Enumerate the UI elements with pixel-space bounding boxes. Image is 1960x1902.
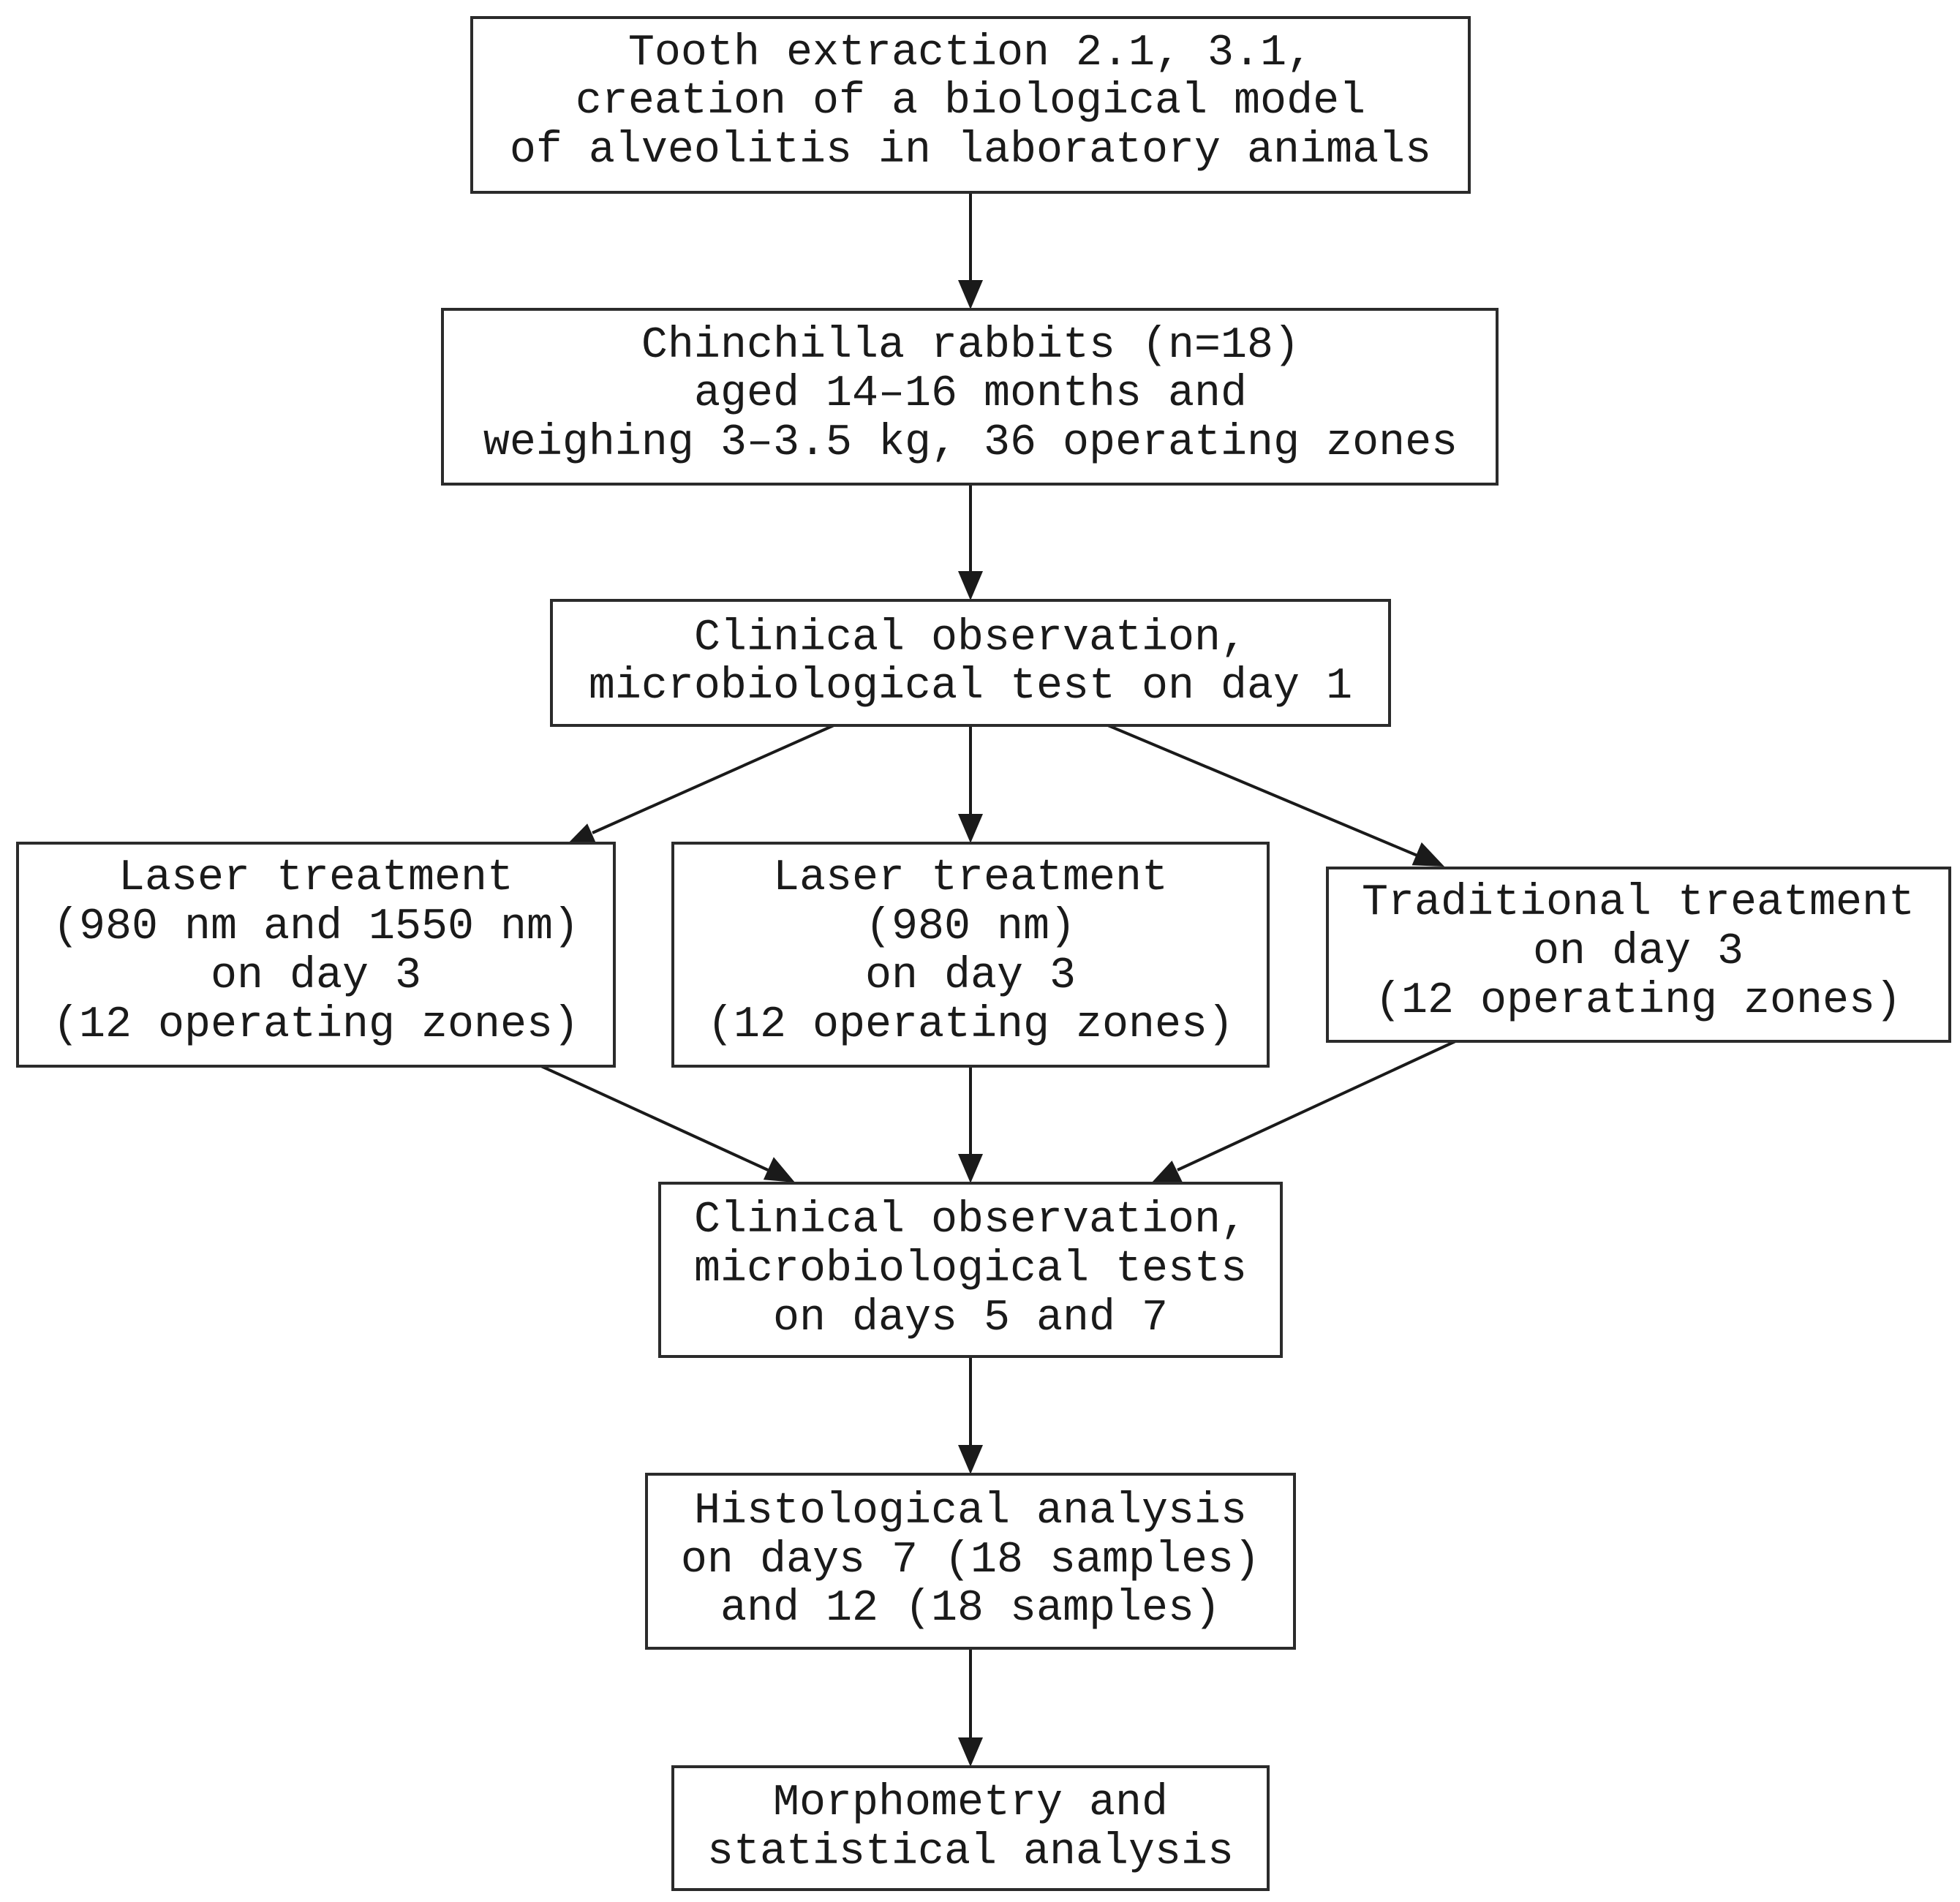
arrow-extraction-to-rabbits [958,192,983,309]
node-traditional-treatment: Traditional treatment on day 3 (12 opera… [1326,867,1951,1043]
node-clinical-observation-days57-line-1: Clinical observation, [694,1196,1247,1245]
arrow-observation-day1-to-traditional [1107,724,1444,867]
node-laser-treatment-980-line-1: Laser treatment [773,853,1168,903]
node-laser-treatment-980-1550: Laser treatment (980 nm and 1550 nm) on … [16,842,616,1068]
node-laser-treatment-980-line-2: (980 nm) [865,902,1076,952]
node-clinical-observation-days57-line-3: on days 5 and 7 [773,1294,1168,1343]
node-laser-treatment-980-1550-line-3: on day 3 [211,951,421,1001]
node-tooth-extraction-line-1: Tooth extraction 2.1, 3.1, [628,29,1313,78]
node-morphometry-line-1: Morphometry and [773,1778,1168,1828]
node-histological-analysis-line-3: and 12 (18 samples) [720,1584,1221,1634]
node-traditional-treatment-line-2: on day 3 [1533,927,1744,977]
node-laser-treatment-980-1550-line-1: Laser treatment [118,853,513,903]
node-morphometry: Morphometry and statistical analysis [671,1765,1270,1891]
node-laser-treatment-980-line-3: on day 3 [865,951,1076,1001]
node-clinical-observation-days57-line-2: microbiological tests [694,1245,1247,1294]
arrow-laser-980-to-observation-days57 [958,1066,983,1183]
arrow-rabbits-to-observation-day1 [958,484,983,600]
node-tooth-extraction-line-3: of alveolitis in laboratory animals [510,126,1431,176]
node-histological-analysis: Histological analysis on days 7 (18 samp… [645,1473,1296,1650]
node-tooth-extraction-line-2: creation of a biological model [576,77,1365,127]
node-clinical-observation-day1: Clinical observation, microbiological te… [550,599,1391,727]
node-clinical-observation-day1-line-2: microbiological test on day 1 [589,662,1352,712]
node-laser-treatment-980: Laser treatment (980 nm) on day 3 (12 op… [671,842,1270,1068]
node-chinchilla-rabbits-line-1: Chinchilla rabbits (n=18) [641,321,1300,371]
node-chinchilla-rabbits-line-2: aged 14–16 months and [694,369,1247,419]
arrow-observation-day1-to-laser-dual [567,724,834,847]
node-morphometry-line-2: statistical analysis [707,1827,1234,1877]
node-chinchilla-rabbits: Chinchilla rabbits (n=18) aged 14–16 mon… [441,308,1499,486]
node-laser-treatment-980-1550-line-2: (980 nm and 1550 nm) [53,902,579,952]
node-traditional-treatment-line-3: (12 operating zones) [1375,976,1901,1026]
node-traditional-treatment-line-1: Traditional treatment [1362,878,1915,928]
arrow-traditional-to-observation-days57 [1152,1040,1456,1183]
flowchart-nodes: Tooth extraction 2.1, 3.1, creation of a… [16,16,1951,1891]
node-laser-treatment-980-1550-line-4: (12 operating zones) [53,1000,579,1050]
arrow-laser-dual-to-observation-days57 [540,1065,795,1182]
node-histological-analysis-line-1: Histological analysis [694,1487,1247,1536]
arrow-histology-to-morphometry [958,1648,983,1767]
node-tooth-extraction: Tooth extraction 2.1, 3.1, creation of a… [470,16,1471,194]
node-laser-treatment-980-line-4: (12 operating zones) [707,1000,1234,1050]
node-clinical-observation-day1-line-1: Clinical observation, [694,614,1247,663]
arrow-observation-days57-to-histology [958,1356,983,1474]
arrow-observation-day1-to-laser-980 [958,725,983,843]
node-histological-analysis-line-2: on days 7 (18 samples) [681,1536,1260,1585]
node-chinchilla-rabbits-line-3: weighing 3–3.5 kg, 36 operating zones [483,418,1458,468]
flowchart-edges [540,192,1456,1767]
node-clinical-observation-days57: Clinical observation, microbiological te… [658,1182,1283,1358]
